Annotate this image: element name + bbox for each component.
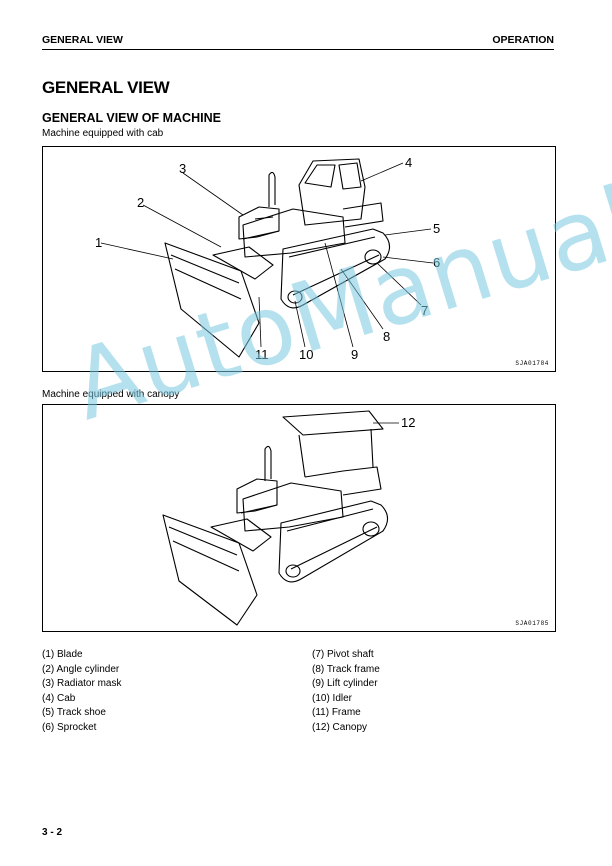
callout-4: 4 xyxy=(405,155,412,170)
legend-item: (2) Angle cylinder xyxy=(42,663,120,675)
callout-9: 9 xyxy=(351,347,358,362)
legend-item: (9) Lift cylinder xyxy=(312,678,378,690)
legend-item: (6) Sprocket xyxy=(42,721,97,733)
header-chapter-title: OPERATION xyxy=(492,34,554,46)
callout-5: 5 xyxy=(433,221,440,236)
figure-caption-cab: Machine equipped with cab xyxy=(42,128,164,139)
figure-code: SJA01785 xyxy=(515,620,549,627)
callout-12: 12 xyxy=(401,415,415,430)
bulldozer-canopy-illustration: 12 xyxy=(162,410,415,626)
legend-item: (10) Idler xyxy=(312,692,353,704)
header-rule xyxy=(42,49,554,50)
header-section-title: GENERAL VIEW xyxy=(42,34,123,46)
legend-item: (1) Blade xyxy=(42,649,83,660)
page-title: GENERAL VIEW xyxy=(42,78,170,97)
page-number: 3 - 2 xyxy=(42,827,63,838)
parts-legend-left: (1) Blade (2) Angle cylinder (3) Radiato… xyxy=(42,648,121,736)
figure-caption-canopy: Machine equipped with canopy xyxy=(42,389,180,400)
callout-6: 6 xyxy=(433,255,440,270)
legend-item: (7) Pivot shaft xyxy=(312,649,374,660)
figure-cab-machine: 1 2 3 4 5 6 7 8 9 10 11 SJA01784 xyxy=(42,146,556,372)
bulldozer-cab-illustration: 1 2 3 4 5 6 7 8 9 10 11 xyxy=(95,155,440,362)
figure-code: SJA01784 xyxy=(515,360,549,367)
callout-7: 7 xyxy=(421,303,428,318)
callout-2: 2 xyxy=(137,195,144,210)
legend-item: (11) Frame xyxy=(312,707,361,719)
legend-item: (3) Radiator mask xyxy=(42,678,122,690)
callout-1: 1 xyxy=(95,235,102,250)
callout-11: 11 xyxy=(255,347,269,362)
section-title: GENERAL VIEW OF MACHINE xyxy=(42,111,221,125)
legend-item: (12) Canopy xyxy=(312,721,368,733)
legend-item: (8) Track frame xyxy=(312,663,380,675)
figure-canopy-machine: 12 SJA01785 xyxy=(42,404,556,632)
legend-item: (5) Track shoe xyxy=(42,707,106,719)
callout-8: 8 xyxy=(383,329,390,344)
callout-3: 3 xyxy=(179,161,186,176)
legend-item: (4) Cab xyxy=(42,692,76,704)
callout-10: 10 xyxy=(299,347,313,362)
parts-legend-right: (7) Pivot shaft (8) Track frame (9) Lift… xyxy=(312,648,380,736)
